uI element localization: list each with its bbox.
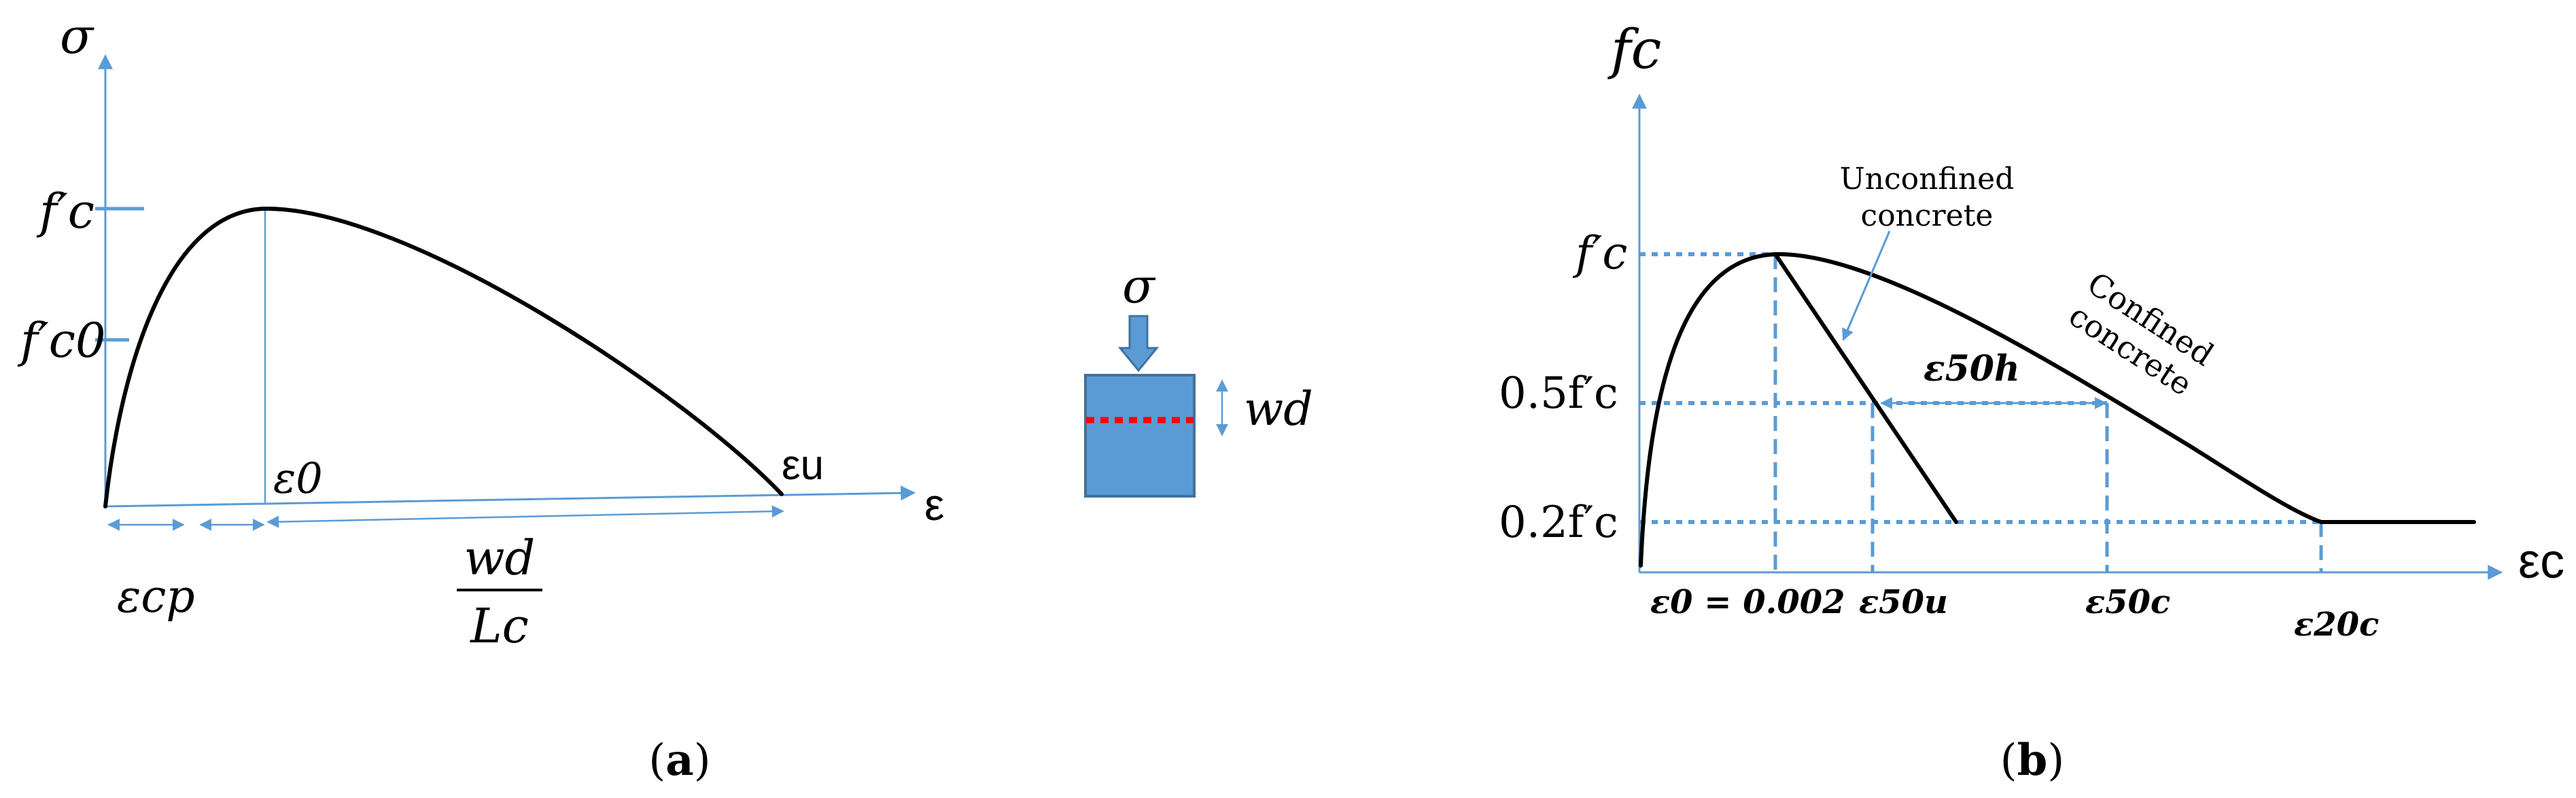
panel-b-confined-model: fc f′c 0.5f′c 0.2f′c Unconfined concrete…	[1499, 18, 2564, 786]
panel-a-y-axis-label: σ	[60, 7, 94, 65]
label-epsu: εu	[782, 442, 824, 489]
confined-concrete-curve	[1639, 251, 2476, 568]
label-fc-prime: f′c	[36, 184, 94, 239]
panel-b-caption: (b)	[2000, 735, 2065, 786]
unconfined-label-line2: concrete	[1861, 198, 1994, 233]
panel-a-stress-strain-curve	[103, 206, 784, 508]
tick-label-half-fc: 0.5f′c	[1499, 368, 1618, 419]
lc-denominator: Lc	[469, 598, 529, 654]
tick-label-fc: f′c	[1572, 227, 1627, 279]
specimen-load-label: σ	[1122, 258, 1156, 314]
specimen-diagram: σ wd	[1084, 258, 1313, 498]
panel-a-caption: (a)	[648, 735, 710, 786]
specimen-block	[1084, 374, 1196, 498]
panel-a-stress-strain: σ ε f′c f′c0 ε0 εu εcp wd Lc (a)	[17, 7, 944, 786]
load-arrow-icon	[1117, 315, 1160, 372]
unconfined-label-line1: Unconfined	[1840, 162, 2015, 196]
label-eps50h: ε50h	[1924, 348, 2020, 389]
tick-label-fifth-fc: 0.2f′c	[1499, 498, 1618, 548]
unconfined-concrete-branch	[1773, 252, 1958, 524]
panel-b-x-axis-label: εc	[2518, 534, 2564, 589]
x-tick-eps20c: ε20c	[2294, 606, 2379, 644]
wd-lc-dimension-arrow	[266, 505, 784, 528]
panel-a-x-axis	[105, 485, 916, 508]
wd-numerator: wd	[464, 530, 536, 586]
label-eps0: ε0	[273, 453, 323, 503]
unconfined-pointer-arrow	[1842, 230, 1891, 341]
x-tick-eps50u: ε50u	[1859, 583, 1948, 621]
label-eps-cp: εcp	[117, 570, 195, 623]
x-tick-eps0: ε0 = 0.002	[1650, 583, 1845, 621]
label-fc0-prime: f′c0	[17, 313, 106, 368]
panel-b-y-axis-label: fc	[1607, 18, 1661, 81]
specimen-width-label: wd	[1244, 383, 1313, 436]
panel-a-x-axis-label: ε	[924, 479, 944, 530]
x-tick-eps50c: ε50c	[2085, 583, 2170, 621]
